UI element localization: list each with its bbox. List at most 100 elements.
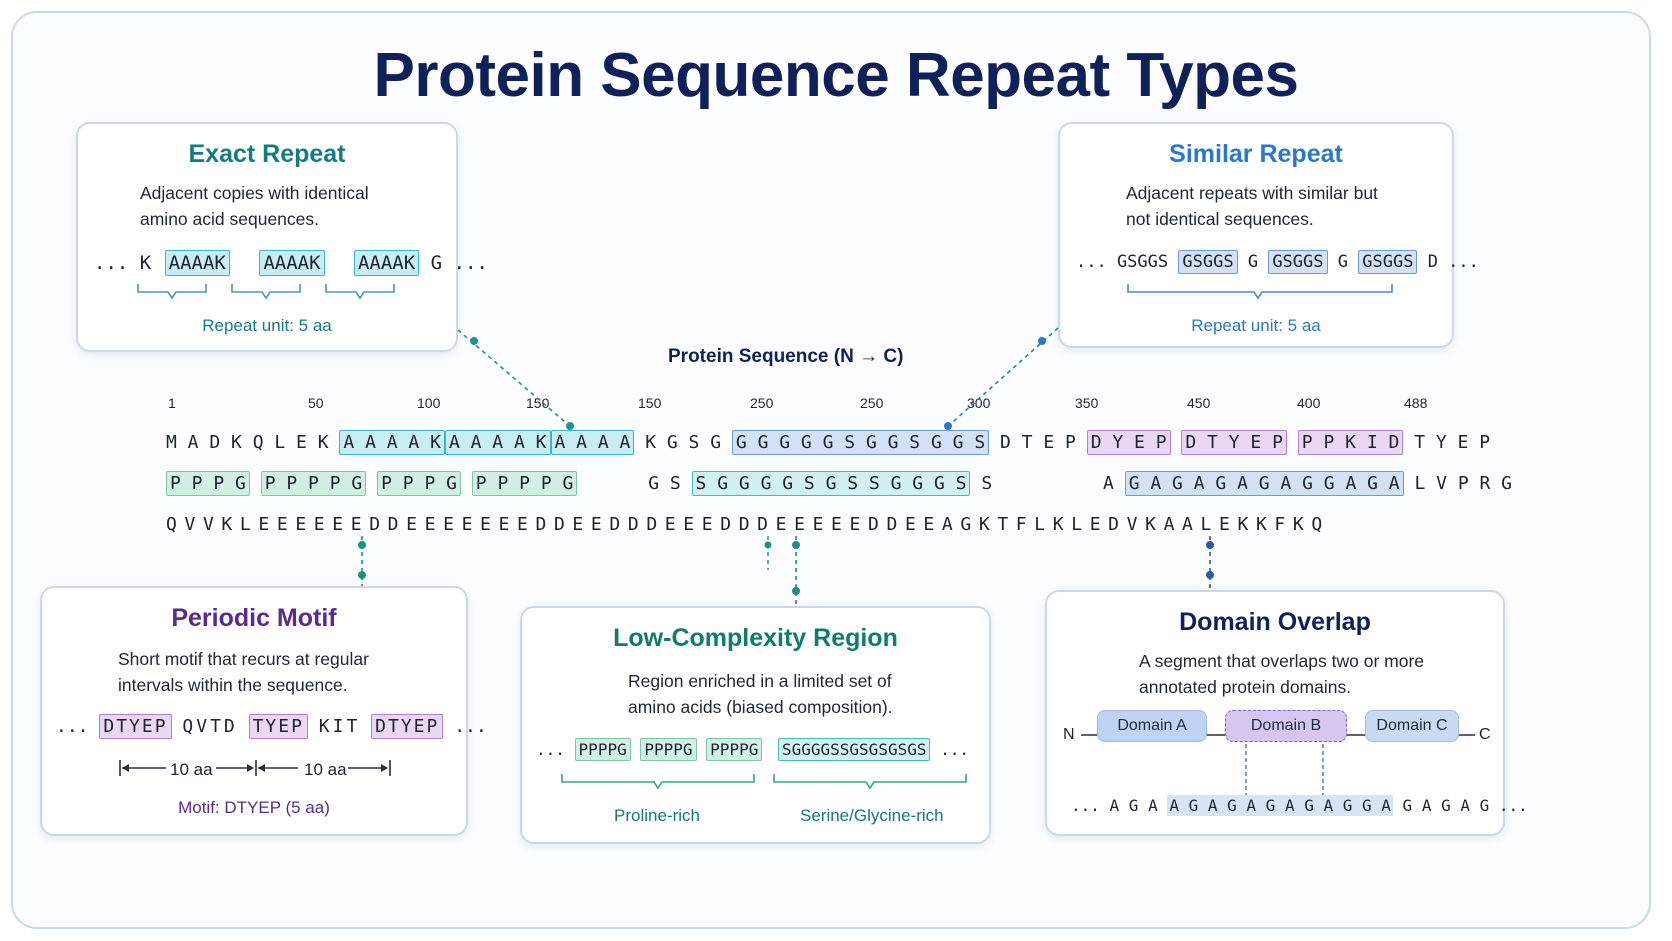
domain-overlap-title: Domain Overlap xyxy=(1179,608,1371,636)
domain-c: Domain C xyxy=(1365,710,1459,742)
ruler-tick-label: 300 xyxy=(967,395,991,411)
periodic-motif-description: Short motif that recurs at regular inter… xyxy=(118,646,369,698)
low-complexity-prefix: ... xyxy=(536,740,565,759)
sequence-segment: D T E P xyxy=(1000,432,1076,453)
motif-label: Motif: DTYEP (5 aa) xyxy=(178,798,330,817)
motif-spacer: KIT xyxy=(318,716,361,737)
sequence-segment: G S xyxy=(648,473,681,494)
periodic-motif-highlight: D T Y E P xyxy=(1181,430,1287,455)
exact-repeat-unit: AAAAK xyxy=(164,250,230,276)
domain-overlap-highlight: G A G A G A G A G G A G A xyxy=(1124,471,1404,496)
exact-repeat-unit: AAAAK xyxy=(259,250,325,276)
similar-repeat-desc-line2: not identical sequences. xyxy=(1126,209,1314,229)
exact-repeat-sequence: ... K AAAAK AAAAK AAAAK G ... xyxy=(94,250,488,276)
low-complexity-suffix: ... xyxy=(940,740,970,759)
exact-repeat-title: Exact Repeat xyxy=(188,140,346,168)
serine-glycine-label: Serine/Glycine-rich xyxy=(800,806,944,825)
exact-repeat-highlight: A A A A K xyxy=(339,430,445,455)
low-complexity-panel: Low-Complexity Region Region enriched in… xyxy=(520,606,991,844)
ruler-tick-label: 250 xyxy=(860,395,884,411)
proline-rich-label: Proline-rich xyxy=(614,806,700,825)
ruler-tick-label: 50 xyxy=(308,395,324,411)
motif-spacing-arrows xyxy=(119,760,391,776)
similar-repeat-description: Adjacent repeats with similar but not id… xyxy=(1126,180,1378,232)
similar-repeat-separator: G xyxy=(1247,252,1259,272)
periodic-motif-desc-line1: Short motif that recurs at regular xyxy=(118,649,369,669)
sequence-segment: L V P R G xyxy=(1414,473,1513,494)
proline-rich-highlight: P P P G xyxy=(166,471,250,496)
exact-repeat-desc-line1: Adjacent copies with identical xyxy=(140,183,369,203)
similar-repeat-highlight: G G G G G S G G S G G S xyxy=(731,430,990,455)
domain-overlap-desc-line2: annotated protein domains. xyxy=(1139,677,1352,697)
domain-overlap-desc-line1: A segment that overlaps two or more xyxy=(1139,651,1424,671)
sequence-segment: A xyxy=(1103,473,1114,494)
low-complexity-sequence: ... PPPPG PPPPG PPPPG SGGGGSSGSGSGSGS ..… xyxy=(536,738,969,761)
domain-overlap-description: A segment that overlaps two or more anno… xyxy=(1139,648,1424,700)
sequence-row-2: P P P G P P P P G P P P G P P P P G G S … xyxy=(166,471,1512,496)
ruler-tick-label: 250 xyxy=(750,395,774,411)
exact-repeat-desc-line2: amino acid sequences. xyxy=(140,209,319,229)
motif-occurrence: DTYEP xyxy=(371,714,444,739)
overlap-seq-prefix: ... A G A xyxy=(1071,796,1158,815)
periodic-motif-title: Periodic Motif xyxy=(171,604,337,632)
periodic-motif-suffix: ... xyxy=(454,716,487,737)
exact-repeat-braces xyxy=(137,284,395,300)
ruler-tick-label: 400 xyxy=(1297,395,1321,411)
ruler-tick-label: 150 xyxy=(638,395,662,411)
proline-rich-segment: PPPPG xyxy=(706,738,763,761)
c-terminus-label: C xyxy=(1479,726,1491,743)
proline-rich-highlight: P P P P G xyxy=(260,471,367,496)
ruler-tick-label: 450 xyxy=(1187,395,1211,411)
similar-repeat-unit: GSGGS xyxy=(1358,250,1418,274)
domain-b: Domain B xyxy=(1225,710,1347,742)
motif-gap-label: 10 aa xyxy=(170,760,213,779)
periodic-motif-highlight: P P K I D xyxy=(1297,430,1404,455)
similar-repeat-sequence: ... GSGGS GSGGS G GSGGS G GSGGS D ... xyxy=(1076,250,1479,274)
overlap-guides xyxy=(1245,744,1324,800)
similar-repeat-separator: G xyxy=(1337,252,1348,272)
similar-repeat-unit: GSGGS xyxy=(1268,250,1328,274)
motif-occurrence: DTYEP xyxy=(99,714,172,739)
overlap-seq-suffix: G A G A G ... xyxy=(1402,796,1528,815)
exact-repeat-unit: AAAAK xyxy=(353,250,420,276)
proline-rich-highlight: P P P G xyxy=(377,471,461,496)
domain-overlap-sequence: ... A G A A G A G A G A G A G G A G A G … xyxy=(1071,795,1528,816)
motif-gap-label: 10 aa xyxy=(304,760,347,779)
ruler-tick-label: 100 xyxy=(417,395,441,411)
low-complexity-braces xyxy=(561,774,967,790)
exact-repeat-suffix: G ... xyxy=(430,252,488,274)
periodic-motif-sequence: ... DTYEP QVTD TYEP KIT DTYEP ... xyxy=(56,714,487,739)
similar-repeat-unit-label: Repeat unit: 5 aa xyxy=(1191,316,1321,335)
motif-occurrence: TYEP xyxy=(248,714,308,739)
n-terminus-label: N xyxy=(1063,726,1075,743)
exact-repeat-prefix: ... K xyxy=(94,252,152,274)
sequence-row-3: Q V V K L E E E E E E D D E E E E E E E … xyxy=(166,514,1322,535)
domain-overlap-panel: Domain Overlap A segment that overlaps t… xyxy=(1045,590,1528,836)
exact-repeat-highlight: A A A A xyxy=(550,430,635,455)
serine-glycine-highlight: S G G G G S G S S G G G S xyxy=(691,471,971,496)
similar-repeat-panel: Similar Repeat Adjacent repeats with sim… xyxy=(1058,122,1479,348)
exact-repeat-panel: Exact Repeat Adjacent copies with identi… xyxy=(76,122,488,352)
similar-repeat-title: Similar Repeat xyxy=(1169,140,1343,168)
proline-rich-segment: PPPPG xyxy=(640,738,697,761)
exact-repeat-description: Adjacent copies with identical amino aci… xyxy=(140,180,369,232)
proline-rich-segment: PPPPG xyxy=(574,738,631,761)
protein-sequence-label: Protein Sequence (N → C) xyxy=(668,346,904,367)
similar-repeat-desc-line1: Adjacent repeats with similar but xyxy=(1126,183,1378,203)
sequence-segment: S xyxy=(981,473,993,494)
overlap-seq-segment: A G A G A G A G A G G A xyxy=(1167,795,1393,816)
low-complexity-description: Region enriched in a limited set of amin… xyxy=(628,668,893,720)
periodic-motif-highlight: D Y E P xyxy=(1086,430,1171,455)
similar-repeat-suffix: D ... xyxy=(1427,252,1479,272)
exact-repeat-unit-label: Repeat unit: 5 aa xyxy=(202,316,332,335)
periodic-motif-panel: Periodic Motif Short motif that recurs a… xyxy=(40,586,487,836)
ruler-tick-label: 150 xyxy=(526,395,550,411)
proline-rich-highlight: P P P P G xyxy=(471,471,578,496)
ruler-tick-label: 350 xyxy=(1075,395,1099,411)
similar-repeat-brace xyxy=(1127,284,1393,300)
low-complexity-desc-line1: Region enriched in a limited set of xyxy=(628,671,892,691)
sequence-segment: K G S G xyxy=(645,432,722,453)
periodic-motif-desc-line2: intervals within the sequence. xyxy=(118,675,348,695)
ruler-tick-label: 1 xyxy=(168,395,176,411)
